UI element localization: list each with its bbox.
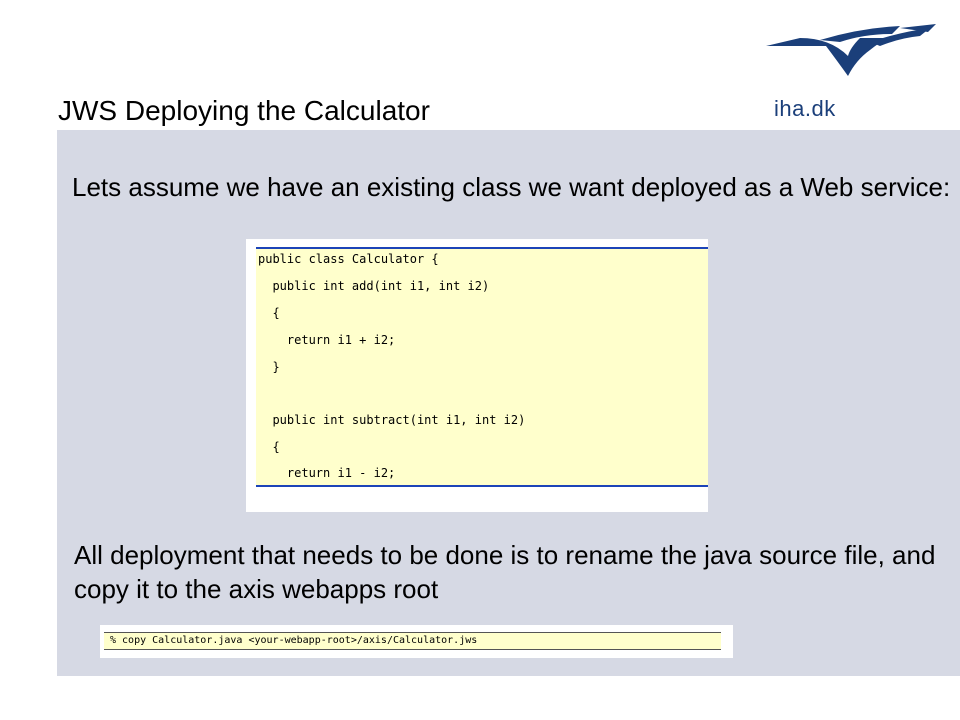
code-line: return i1 + i2; bbox=[258, 333, 396, 347]
deployment-paragraph: All deployment that needs to be done is … bbox=[74, 540, 936, 604]
code-line: { bbox=[258, 440, 280, 454]
code-line: return i1 - i2; bbox=[258, 466, 396, 480]
code-listing-frame: public class Calculator { public int add… bbox=[246, 239, 708, 512]
slide-title: JWS Deploying the Calculator bbox=[58, 95, 430, 126]
code-listing: public class Calculator { public int add… bbox=[256, 247, 708, 487]
command-frame: % copy Calculator.java <your-webapp-root… bbox=[100, 625, 733, 658]
logo-wing-icon bbox=[766, 24, 936, 76]
code-line: public class Calculator { bbox=[258, 252, 439, 266]
intro-paragraph: Lets assume we have an existing class we… bbox=[72, 172, 951, 202]
command-box: % copy Calculator.java <your-webapp-root… bbox=[104, 632, 721, 650]
code-line: public int subtract(int i1, int i2) bbox=[258, 413, 526, 427]
code-line: } bbox=[258, 360, 280, 374]
command-line: % copy Calculator.java <your-webapp-root… bbox=[110, 635, 478, 646]
iha-logo: iha.dk bbox=[760, 20, 944, 124]
logo-text: iha.dk bbox=[774, 96, 836, 121]
code-line: { bbox=[258, 306, 280, 320]
code-line: public int add(int i1, int i2) bbox=[258, 279, 490, 293]
